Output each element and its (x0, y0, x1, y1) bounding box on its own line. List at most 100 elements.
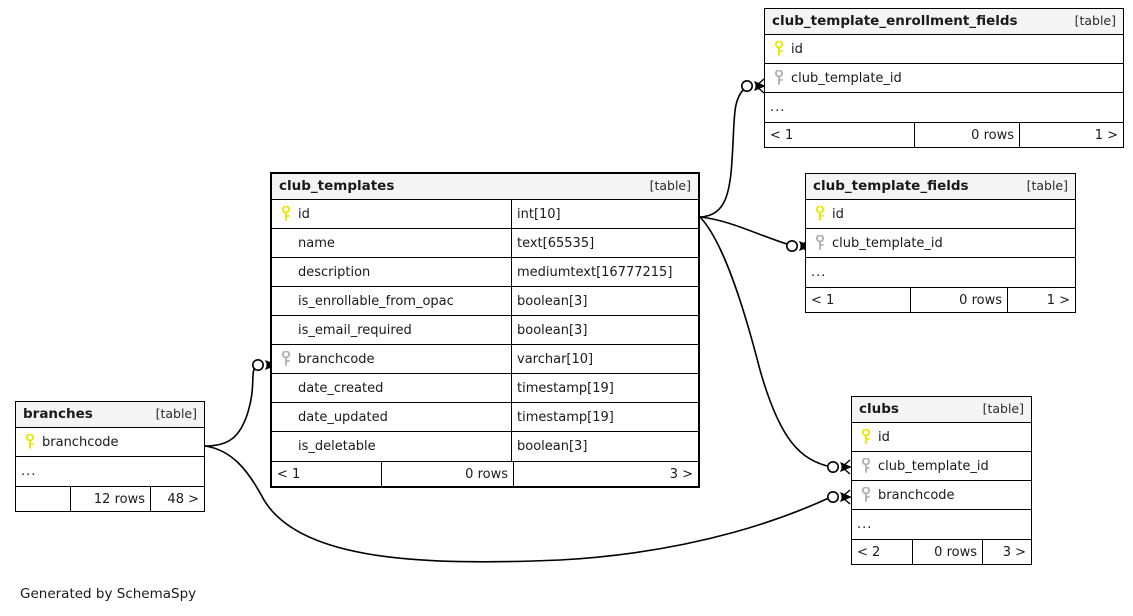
column-label: name (298, 235, 335, 251)
column-label: is_deletable (298, 439, 376, 454)
table-header: club_template_enrollment_fields [table] (765, 9, 1123, 35)
table-row[interactable]: club_template_id (806, 229, 1075, 258)
table-row[interactable]: description mediumtext[16777215] (272, 258, 698, 287)
table-title: branches (23, 405, 93, 422)
footer-parents-count[interactable] (16, 487, 71, 511)
table-header: branches [table] (16, 402, 204, 428)
table-title: club_template_fields (813, 177, 969, 194)
ellipsis-label: ... (857, 517, 873, 532)
table-row[interactable]: is_email_required boolean[3] (272, 316, 698, 345)
table-clubs[interactable]: clubs [table] id club_template_id (851, 396, 1032, 565)
table-row[interactable]: id (852, 423, 1031, 452)
table-row[interactable]: is_deletable boolean[3] (272, 432, 698, 461)
column-name-cell: id (806, 200, 1075, 228)
column-list: branchcode ... (16, 428, 204, 486)
table-row[interactable]: id (806, 200, 1075, 229)
footer-children-count[interactable]: 3 > (669, 466, 693, 482)
column-type-cell: timestamp[19] (511, 374, 698, 402)
column-list: id club_template_id branchcode (852, 423, 1031, 539)
column-label: club_template_id (878, 458, 989, 474)
table-row[interactable]: branchcode (16, 428, 204, 457)
table-row[interactable]: club_template_id (765, 64, 1123, 93)
column-list: id club_template_id ... (806, 200, 1075, 287)
column-name-cell: club_template_id (852, 452, 1031, 480)
table-kind-label: [table] (155, 406, 197, 422)
table-row[interactable]: is_enrollable_from_opac boolean[3] (272, 287, 698, 316)
table-row[interactable]: branchcode (852, 481, 1031, 510)
more-columns-row: ... (16, 457, 204, 486)
table-title: club_template_enrollment_fields (772, 12, 1018, 29)
more-columns-row: ... (765, 93, 1123, 122)
column-name-cell: branchcode (16, 428, 204, 456)
table-row[interactable]: id (765, 35, 1123, 64)
ellipsis-cell: ... (852, 510, 1031, 539)
table-footer: 12 rows 48 > (16, 486, 204, 511)
table-club-templates[interactable]: club_templates [table] id int[10] name t… (270, 172, 700, 488)
column-type-cell: int[10] (511, 200, 698, 228)
column-label: date_created (298, 380, 384, 396)
column-name-cell: date_updated (272, 403, 511, 431)
footer-parents-count[interactable]: < 1 (272, 462, 382, 486)
table-header: clubs [table] (852, 397, 1031, 423)
more-columns-row: ... (806, 258, 1075, 287)
footer-parents-count[interactable]: < 2 (852, 540, 913, 564)
column-name-cell: name (272, 229, 511, 257)
table-club-template-fields[interactable]: club_template_fields [table] id club_tem… (805, 173, 1076, 313)
footer-children-count[interactable]: 1 > (1094, 127, 1118, 143)
primary-key-icon (769, 41, 789, 57)
column-label: branchcode (298, 351, 375, 367)
table-footer: < 1 0 rows 3 > (272, 461, 698, 486)
column-label: date_updated (298, 409, 388, 425)
table-row[interactable]: branchcode varchar[10] (272, 345, 698, 374)
column-name-cell: date_created (272, 374, 511, 402)
table-row[interactable]: name text[65535] (272, 229, 698, 258)
footer-parents-count[interactable]: < 1 (806, 288, 911, 312)
column-name-cell: is_email_required (272, 316, 511, 344)
column-label: description (298, 264, 371, 280)
column-name-cell: is_enrollable_from_opac (272, 287, 511, 315)
table-kind-label: [table] (1026, 178, 1068, 194)
primary-key-icon (276, 206, 296, 222)
footer-row-count: 0 rows (913, 540, 983, 564)
edge-club-templates-to-enrollment-fields (699, 87, 746, 218)
table-row[interactable]: date_created timestamp[19] (272, 374, 698, 403)
table-kind-label: [table] (982, 401, 1024, 417)
ellipsis-cell: ... (806, 258, 1075, 287)
foreign-key-icon (856, 458, 876, 474)
column-type-cell: text[65535] (511, 229, 698, 257)
column-type-cell: varchar[10] (511, 345, 698, 373)
column-name-cell: branchcode (852, 481, 1031, 509)
column-type-cell: boolean[3] (511, 287, 698, 315)
column-list: id club_template_id ... (765, 35, 1123, 122)
primary-key-icon (20, 434, 40, 450)
foreign-key-icon (856, 487, 876, 503)
table-title: club_templates (279, 177, 395, 194)
column-name-cell: id (852, 423, 1031, 451)
footer-children-count[interactable]: 1 > (1046, 292, 1070, 308)
more-columns-row: ... (852, 510, 1031, 539)
table-footer: < 2 0 rows 3 > (852, 539, 1031, 564)
column-name-cell: description (272, 258, 511, 286)
table-row[interactable]: date_updated timestamp[19] (272, 403, 698, 432)
column-type-cell: boolean[3] (511, 432, 698, 461)
ellipsis-cell: ... (16, 457, 204, 486)
primary-key-icon (810, 206, 830, 222)
table-club-template-enrollment-fields[interactable]: club_template_enrollment_fields [table] … (764, 8, 1124, 148)
table-branches[interactable]: branches [table] branchcode ... 12 rows (15, 401, 205, 512)
column-name-cell: club_template_id (806, 229, 1075, 257)
edge-branches-to-club-templates (204, 365, 257, 447)
footer-parents-count[interactable]: < 1 (765, 123, 915, 147)
table-row[interactable]: club_template_id (852, 452, 1031, 481)
ellipsis-cell: ... (765, 93, 1123, 122)
column-type-cell: timestamp[19] (511, 403, 698, 431)
column-name-cell: branchcode (272, 345, 511, 373)
footer-children-count[interactable]: 48 > (167, 491, 199, 507)
footer-row-count: 0 rows (382, 462, 514, 486)
column-list: id int[10] name text[65535] description … (272, 200, 698, 461)
edge-club-templates-to-template-fields (699, 216, 791, 246)
footer-children-count[interactable]: 3 > (1002, 544, 1026, 560)
column-label: id (878, 429, 890, 445)
table-footer: < 1 0 rows 1 > (765, 122, 1123, 147)
column-type-cell: boolean[3] (511, 316, 698, 344)
table-row[interactable]: id int[10] (272, 200, 698, 229)
